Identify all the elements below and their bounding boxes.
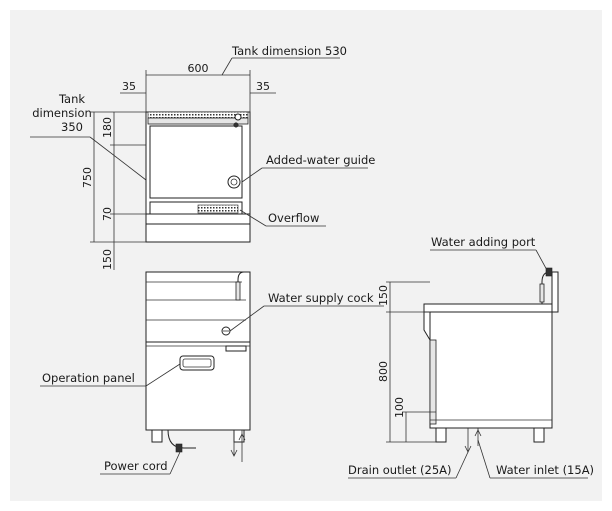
tank-dimension-350-line2: dimension	[32, 106, 92, 120]
top-view-rim	[147, 117, 249, 125]
top-view-small-knob-icon	[233, 122, 239, 128]
dim-70-text: 70	[101, 207, 114, 221]
dim-side-800-text: 800	[377, 361, 390, 382]
dim-side-100-text: 100	[393, 397, 406, 418]
dim-600-text: 600	[188, 62, 209, 75]
top-view-knob-icon	[234, 113, 242, 121]
leader-tank-350	[89, 136, 147, 181]
added-water-guide-inner-icon	[230, 178, 238, 186]
water-supply-cock-label: Water supply cock	[268, 291, 374, 305]
added-water-guide-label: Added-water guide	[266, 153, 375, 167]
side-foot-left	[435, 427, 447, 443]
power-cord-label: Power cord	[104, 459, 168, 473]
power-cord-icon	[167, 429, 196, 449]
leader-operation-panel	[145, 363, 181, 387]
top-view-vent-strip	[147, 111, 249, 119]
dim-35-left-text: 35	[122, 80, 136, 93]
water-adding-port-label: Water adding port	[431, 235, 536, 249]
operation-panel-inner	[182, 358, 212, 368]
leader-water-adding	[535, 249, 549, 273]
overflow-label: Overflow	[268, 211, 319, 225]
leader-power-cord	[169, 451, 181, 475]
operation-panel-label: Operation panel	[42, 371, 135, 385]
side-foot-right	[533, 427, 545, 443]
side-tube-spring	[539, 283, 545, 303]
dim-180-text: 180	[101, 117, 114, 138]
front-tube	[237, 271, 245, 300]
top-view-tank	[149, 125, 243, 199]
tank-dimension-530-label: Tank dimension 530	[231, 44, 347, 58]
side-backsplash	[551, 271, 559, 313]
leader-tank-530	[221, 57, 233, 76]
front-drain-arrow	[230, 449, 238, 457]
side-front-flange	[423, 311, 431, 342]
leader-inlet	[477, 439, 491, 479]
tank-dimension-350-line3: 350	[61, 120, 83, 134]
front-panel-slot	[225, 345, 247, 352]
leader-overflow	[239, 209, 267, 227]
tank-dimension-350-line1: Tank	[58, 92, 85, 106]
top-view-base-edge	[145, 213, 251, 225]
water-inlet-icon	[474, 429, 482, 437]
side-view: 150 800 100 Water adding port Drain outl…	[348, 235, 594, 479]
leader-drain	[455, 451, 469, 479]
overflow-grille	[197, 204, 239, 214]
front-foot-left	[151, 429, 163, 443]
power-cord-plug	[175, 443, 183, 453]
side-body	[429, 311, 553, 429]
operation-panel-handle	[179, 355, 215, 371]
added-water-guide-icon	[227, 175, 241, 189]
top-view-plinth	[145, 223, 251, 243]
water-inlet-label: Water inlet (15A)	[496, 463, 594, 477]
side-door-edge	[429, 339, 437, 425]
water-adding-port-icon	[545, 267, 553, 277]
front-view: Water supply cock Operation panel Power …	[40, 271, 384, 475]
side-top-shelf	[423, 303, 553, 313]
front-inlet-arrow	[238, 433, 246, 441]
dim-750-text: 750	[81, 167, 94, 188]
drain-outlet-label: Drain outlet (25A)	[348, 463, 452, 477]
dim-150-text: 150	[101, 249, 114, 270]
top-view: 600 Tank dimension 530 35 35 Tank dimens…	[30, 44, 375, 270]
leader-added-water	[241, 167, 263, 183]
dim-35-right-text: 35	[256, 80, 270, 93]
leader-water-supply-cock	[229, 305, 265, 332]
front-foot-right	[233, 429, 245, 443]
front-tube-spring	[235, 281, 241, 301]
dim-side-150-text: 150	[377, 285, 390, 306]
